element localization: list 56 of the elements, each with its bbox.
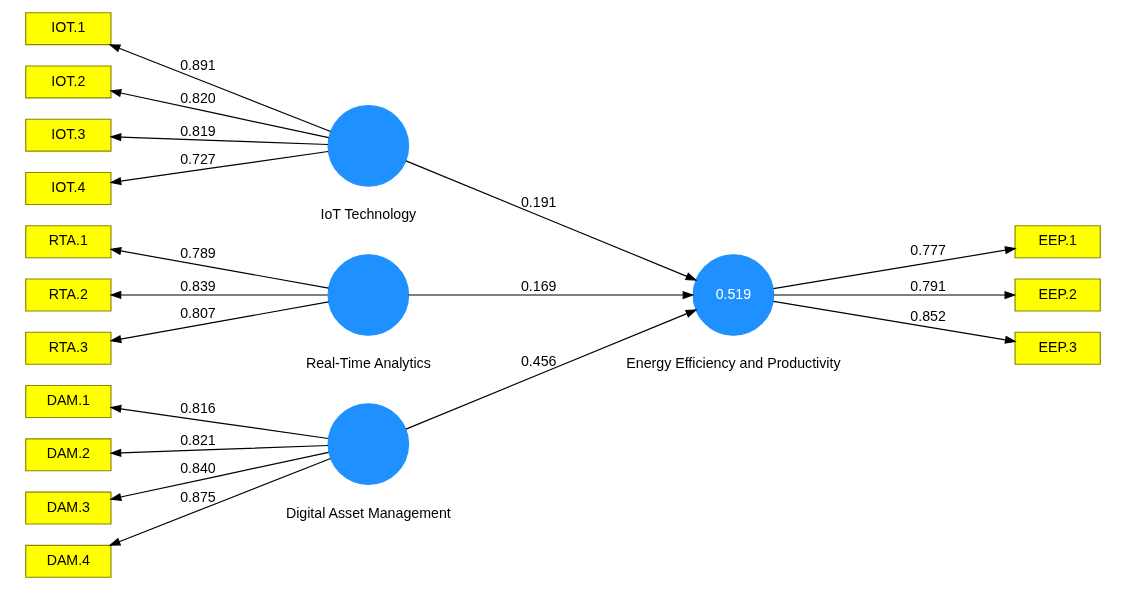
arrow bbox=[109, 451, 330, 501]
node-box: RTA.2 bbox=[25, 278, 112, 312]
edge-label: 0.819 bbox=[180, 122, 216, 139]
arrow bbox=[109, 444, 329, 458]
arrow bbox=[109, 132, 329, 146]
arrow bbox=[408, 290, 695, 300]
arrow bbox=[109, 301, 330, 344]
edge-label: 0.821 bbox=[180, 431, 216, 448]
edge-label: 0.789 bbox=[180, 244, 216, 261]
edge-label: 0.169 bbox=[520, 277, 557, 294]
node-label: Digital Asset Management bbox=[285, 504, 451, 521]
edge-label: 0.820 bbox=[180, 89, 216, 106]
node-box: DAM.3 bbox=[25, 491, 112, 525]
edge-label: 0.839 bbox=[180, 277, 216, 294]
node-circle bbox=[327, 105, 410, 187]
arrow bbox=[109, 290, 329, 300]
node-circle bbox=[327, 403, 410, 485]
edge-label: 0.816 bbox=[180, 399, 216, 416]
node-box: IOT.1 bbox=[25, 12, 112, 46]
node-box: DAM.4 bbox=[25, 544, 112, 578]
arrow bbox=[109, 89, 330, 139]
node-box: IOT.2 bbox=[25, 65, 112, 99]
arrow bbox=[108, 44, 332, 133]
node-label: Energy Efficiency and Productivity bbox=[626, 355, 841, 372]
edge-label: 0.807 bbox=[180, 305, 216, 322]
edge-label: 0.191 bbox=[520, 193, 557, 210]
edge-label: 0.891 bbox=[180, 56, 216, 73]
node-label: IoT Technology bbox=[320, 206, 417, 223]
arrow bbox=[109, 404, 329, 440]
node-box: EEP.1 bbox=[1014, 225, 1101, 259]
edge-label: 0.875 bbox=[180, 488, 216, 505]
arrow bbox=[405, 309, 698, 430]
node-box: RTA.3 bbox=[25, 331, 112, 365]
arrow bbox=[109, 246, 330, 289]
arrow bbox=[772, 246, 1017, 290]
node-circle: 0.519 bbox=[692, 254, 775, 336]
node-box: DAM.2 bbox=[25, 438, 112, 472]
edge-label: 0.840 bbox=[180, 460, 216, 477]
node-box: EEP.3 bbox=[1014, 331, 1101, 365]
edge-label: 0.852 bbox=[910, 307, 946, 324]
node-label: Real-Time Analytics bbox=[305, 355, 431, 372]
arrow bbox=[109, 150, 329, 186]
node-circle bbox=[327, 254, 410, 336]
arrow bbox=[405, 160, 698, 281]
edge-label: 0.727 bbox=[180, 151, 216, 168]
node-box: IOT.3 bbox=[25, 118, 112, 152]
node-box: IOT.4 bbox=[25, 171, 112, 206]
edge-label: 0.777 bbox=[910, 242, 946, 259]
edge-label: 0.456 bbox=[520, 352, 557, 369]
arrow bbox=[773, 290, 1017, 300]
edge-label: 0.791 bbox=[910, 277, 946, 294]
node-box: EEP.2 bbox=[1014, 278, 1101, 312]
arrow bbox=[108, 457, 332, 546]
node-box: DAM.1 bbox=[25, 384, 112, 419]
arrow bbox=[772, 300, 1017, 344]
node-box: RTA.1 bbox=[25, 225, 112, 259]
